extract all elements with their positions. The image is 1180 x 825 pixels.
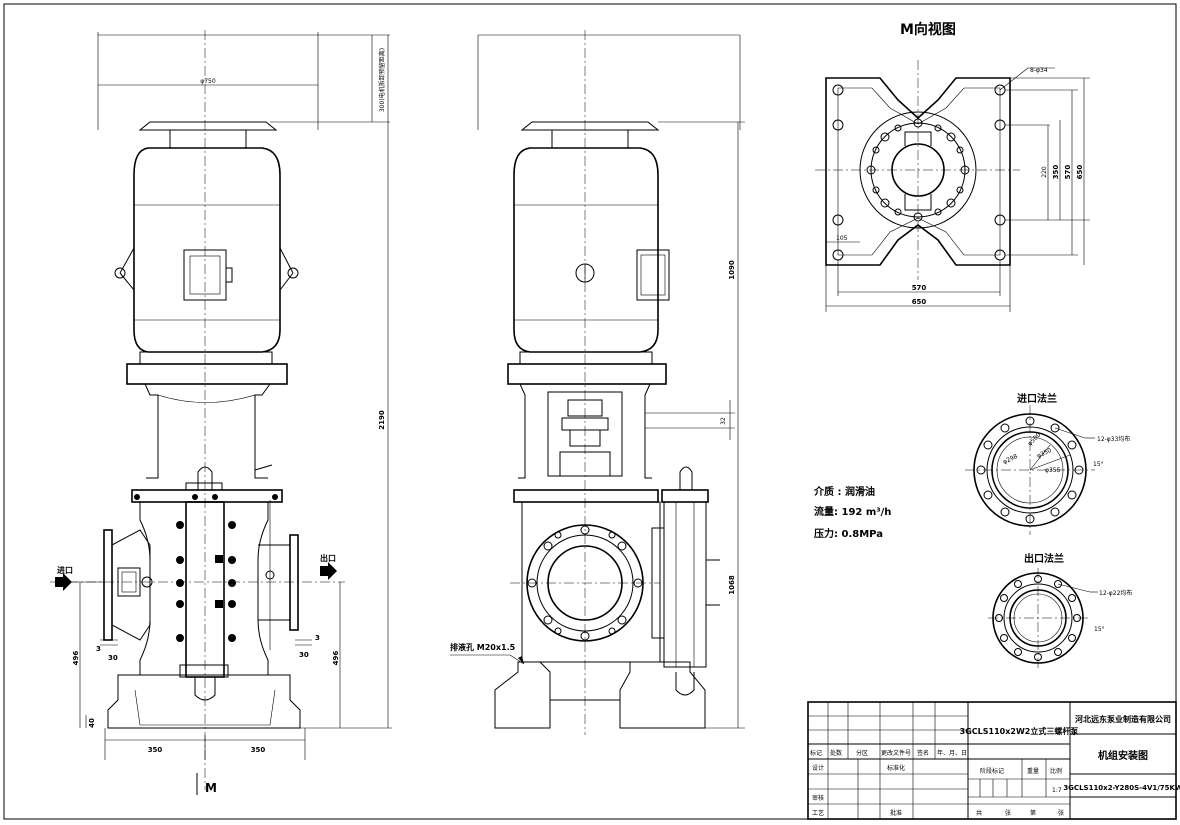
outlet-label: 出口: [320, 553, 336, 563]
dim-8-holes: 8-φ34: [1030, 67, 1048, 74]
inlet-flange-view: [965, 405, 1095, 535]
m-view-title: M向视图: [900, 21, 956, 38]
sheet-no-label: 第: [1030, 809, 1036, 817]
outlet-flange-bolts-label: 12-φ22均布: [1099, 589, 1132, 597]
inlet-label: 进口: [57, 565, 73, 575]
inlet-flange-title: 进口法兰: [1017, 392, 1057, 405]
header-sign: 签名: [917, 749, 929, 757]
header-weight: 重量: [1027, 767, 1039, 775]
spec-medium: 介质 : 润滑油: [813, 485, 875, 498]
dim-1068: 1068: [728, 575, 736, 595]
dim-m-570-v: 570: [1064, 165, 1072, 180]
header-zone: 分区: [856, 749, 868, 757]
dim-m-650-v: 650: [1076, 165, 1084, 180]
m-arrow-label: M: [205, 781, 217, 795]
dim-m-570-h: 570: [912, 284, 927, 292]
dim-496-right: 496: [332, 651, 340, 666]
inlet-flange-bolts: [976, 416, 1084, 524]
row-standardize: 标准化: [887, 764, 905, 772]
front-view: [50, 30, 392, 795]
side-view: [450, 30, 745, 735]
dim-m-650-h: 650: [912, 298, 927, 306]
row-process: 工艺: [812, 809, 824, 817]
outlet-flange-angle: 15°: [1094, 626, 1105, 633]
header-scale: 比例: [1050, 767, 1062, 775]
inlet-flange-d3: φ298: [1002, 453, 1019, 466]
inlet-flange-angle: 15°: [1093, 461, 1104, 468]
row-review: 审核: [812, 794, 824, 802]
m-view: [815, 60, 1090, 312]
header-count: 处数: [830, 749, 842, 757]
side-flange-bolts: [527, 525, 643, 641]
dim-3-left: 3: [96, 645, 101, 653]
company-name: 河北远东泵业制造有限公司: [1075, 714, 1171, 724]
inlet-flange-d2: φ355: [1045, 467, 1061, 474]
dim-1090: 1090: [728, 260, 736, 280]
outlet-arrow-icon: [320, 562, 337, 580]
dim-350-left: 350: [148, 746, 163, 754]
row-design: 设计: [812, 764, 824, 772]
header-stage: 阶段标记: [980, 767, 1004, 775]
total-label: 共: [976, 809, 982, 817]
spec-pressure: 压力: 0.8MPa: [814, 527, 883, 540]
dim-3-right: 3: [315, 634, 320, 642]
spec-flow: 流量: 192 m³/h: [814, 505, 891, 518]
drawing-number: 3GCLS110x2-Y280S-4V1/75KW: [1063, 784, 1180, 792]
inlet-flange-d1: φ350: [1036, 447, 1053, 460]
drawing-name: 机组安装图: [1098, 749, 1148, 762]
dim-750: φ750: [200, 78, 216, 85]
outlet-flange-bolts: [995, 575, 1081, 661]
dim-32: 32: [720, 417, 727, 425]
dim-30-right: 30: [299, 651, 309, 659]
dim-m-105: 105: [836, 235, 848, 242]
dim-40: 40: [88, 718, 96, 728]
inlet-arrow-icon: [55, 573, 72, 591]
header-date: 年、月、日: [937, 749, 967, 757]
outlet-flange-title: 出口法兰: [1024, 552, 1064, 565]
drawing-frame: [3, 3, 1177, 820]
casing-bolts: [134, 494, 278, 642]
drain-label: 排液孔 M20x1.5: [450, 642, 516, 652]
dim-350-right: 350: [251, 746, 266, 754]
scale-value: 1:7: [1052, 787, 1062, 794]
dim-m-350: 350: [1052, 165, 1060, 180]
dim-496-left: 496: [72, 651, 80, 666]
dim-m-220: 220: [1041, 166, 1048, 178]
outlet-flange-view: [988, 568, 1098, 668]
dim-30-left: 30: [108, 654, 118, 662]
header-docno: 更改文件号: [881, 749, 911, 757]
sheets-label: 张: [1005, 809, 1011, 817]
inlet-flange-bolts-label: 12-φ33均布: [1097, 435, 1130, 443]
title-block-grid: [807, 701, 1177, 820]
header-mark: 标记: [810, 749, 822, 757]
dim-300: 300(电机拆卸预留距离): [378, 48, 386, 112]
product-name: 3GCLS110x2W2立式三螺杆泵: [960, 726, 1079, 736]
m-view-bolts: [832, 84, 1006, 261]
row-approve: 批准: [890, 809, 902, 817]
sheet-label: 张: [1058, 809, 1064, 817]
dim-2190: 2190: [378, 410, 386, 430]
